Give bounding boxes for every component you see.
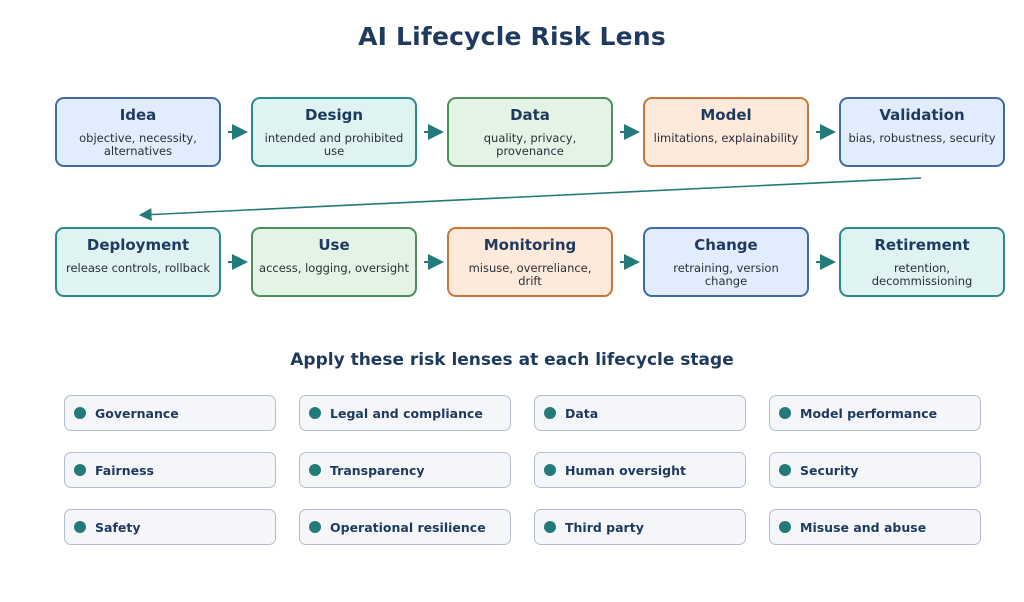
stage-name: Validation bbox=[879, 106, 965, 124]
lens-fairness: Fairness bbox=[64, 452, 276, 488]
bullet-dot-icon bbox=[309, 407, 321, 419]
bullet-dot-icon bbox=[544, 407, 556, 419]
lens-label: Transparency bbox=[330, 463, 425, 478]
stage-deployment: Deployment release controls, rollback bbox=[55, 227, 221, 297]
stage-description: intended and prohibited use bbox=[264, 131, 404, 158]
lens-legal-compliance: Legal and compliance bbox=[299, 395, 511, 431]
bullet-dot-icon bbox=[74, 464, 86, 476]
stage-change: Change retraining, version change bbox=[643, 227, 809, 297]
lens-label: Third party bbox=[565, 520, 644, 535]
stage-name: Design bbox=[304, 106, 364, 124]
stage-name: Monitoring bbox=[483, 236, 577, 254]
bullet-dot-icon bbox=[74, 521, 86, 533]
lens-label: Safety bbox=[95, 520, 141, 535]
stage-description: bias, robustness, security bbox=[848, 131, 996, 145]
bullet-dot-icon bbox=[74, 407, 86, 419]
arrow-validation-deployment bbox=[138, 177, 922, 221]
lens-operational-resilience: Operational resilience bbox=[299, 509, 511, 545]
lens-third-party: Third party bbox=[534, 509, 746, 545]
stage-name: Deployment bbox=[86, 236, 190, 254]
stage-description: limitations, explainability bbox=[653, 131, 799, 145]
lens-label: Governance bbox=[95, 406, 179, 421]
bullet-dot-icon bbox=[309, 464, 321, 476]
lens-label: Human oversight bbox=[565, 463, 686, 478]
bullet-dot-icon bbox=[779, 464, 791, 476]
bullet-dot-icon bbox=[779, 521, 791, 533]
stage-description: misuse, overreliance, drift bbox=[468, 261, 592, 288]
stage-data: Data quality, privacy, provenance bbox=[447, 97, 613, 167]
stage-name: Model bbox=[700, 106, 752, 124]
lens-label: Operational resilience bbox=[330, 520, 486, 535]
lens-governance: Governance bbox=[64, 395, 276, 431]
lens-safety: Safety bbox=[64, 509, 276, 545]
lens-security: Security bbox=[769, 452, 981, 488]
lens-label: Data bbox=[565, 406, 599, 421]
stage-description: objective, necessity, alternatives bbox=[79, 131, 197, 158]
lens-data: Data bbox=[534, 395, 746, 431]
stage-description: access, logging, oversight bbox=[259, 261, 409, 275]
stage-idea: Idea objective, necessity, alternatives bbox=[55, 97, 221, 167]
stage-name: Change bbox=[694, 236, 758, 254]
stage-design: Design intended and prohibited use bbox=[251, 97, 417, 167]
lens-human-oversight: Human oversight bbox=[534, 452, 746, 488]
stage-name: Idea bbox=[119, 106, 157, 124]
stage-description: quality, privacy, provenance bbox=[483, 131, 577, 158]
stage-use: Use access, logging, oversight bbox=[251, 227, 417, 297]
lens-label: Security bbox=[800, 463, 859, 478]
lenses-heading: Apply these risk lenses at each lifecycl… bbox=[290, 350, 734, 370]
lens-label: Model performance bbox=[800, 406, 938, 421]
bullet-dot-icon bbox=[779, 407, 791, 419]
diagram-title: AI Lifecycle Risk Lens bbox=[358, 22, 666, 51]
stage-description: retention, decommissioning bbox=[871, 261, 973, 288]
lens-label: Misuse and abuse bbox=[800, 520, 927, 535]
stage-retirement: Retirement retention, decommissioning bbox=[839, 227, 1005, 297]
stage-model: Model limitations, explainability bbox=[643, 97, 809, 167]
lens-model-performance: Model performance bbox=[769, 395, 981, 431]
stage-name: Data bbox=[510, 106, 550, 124]
bullet-dot-icon bbox=[309, 521, 321, 533]
stage-description: retraining, version change bbox=[673, 261, 779, 288]
stage-name: Use bbox=[318, 236, 350, 254]
stage-monitoring: Monitoring misuse, overreliance, drift bbox=[447, 227, 613, 297]
bullet-dot-icon bbox=[544, 521, 556, 533]
stage-validation: Validation bias, robustness, security bbox=[839, 97, 1005, 167]
lens-label: Legal and compliance bbox=[330, 406, 483, 421]
stage-name: Retirement bbox=[874, 236, 970, 254]
stage-description: release controls, rollback bbox=[66, 261, 210, 275]
lens-transparency: Transparency bbox=[299, 452, 511, 488]
lens-label: Fairness bbox=[95, 463, 154, 478]
lens-misuse-abuse: Misuse and abuse bbox=[769, 509, 981, 545]
bullet-dot-icon bbox=[544, 464, 556, 476]
